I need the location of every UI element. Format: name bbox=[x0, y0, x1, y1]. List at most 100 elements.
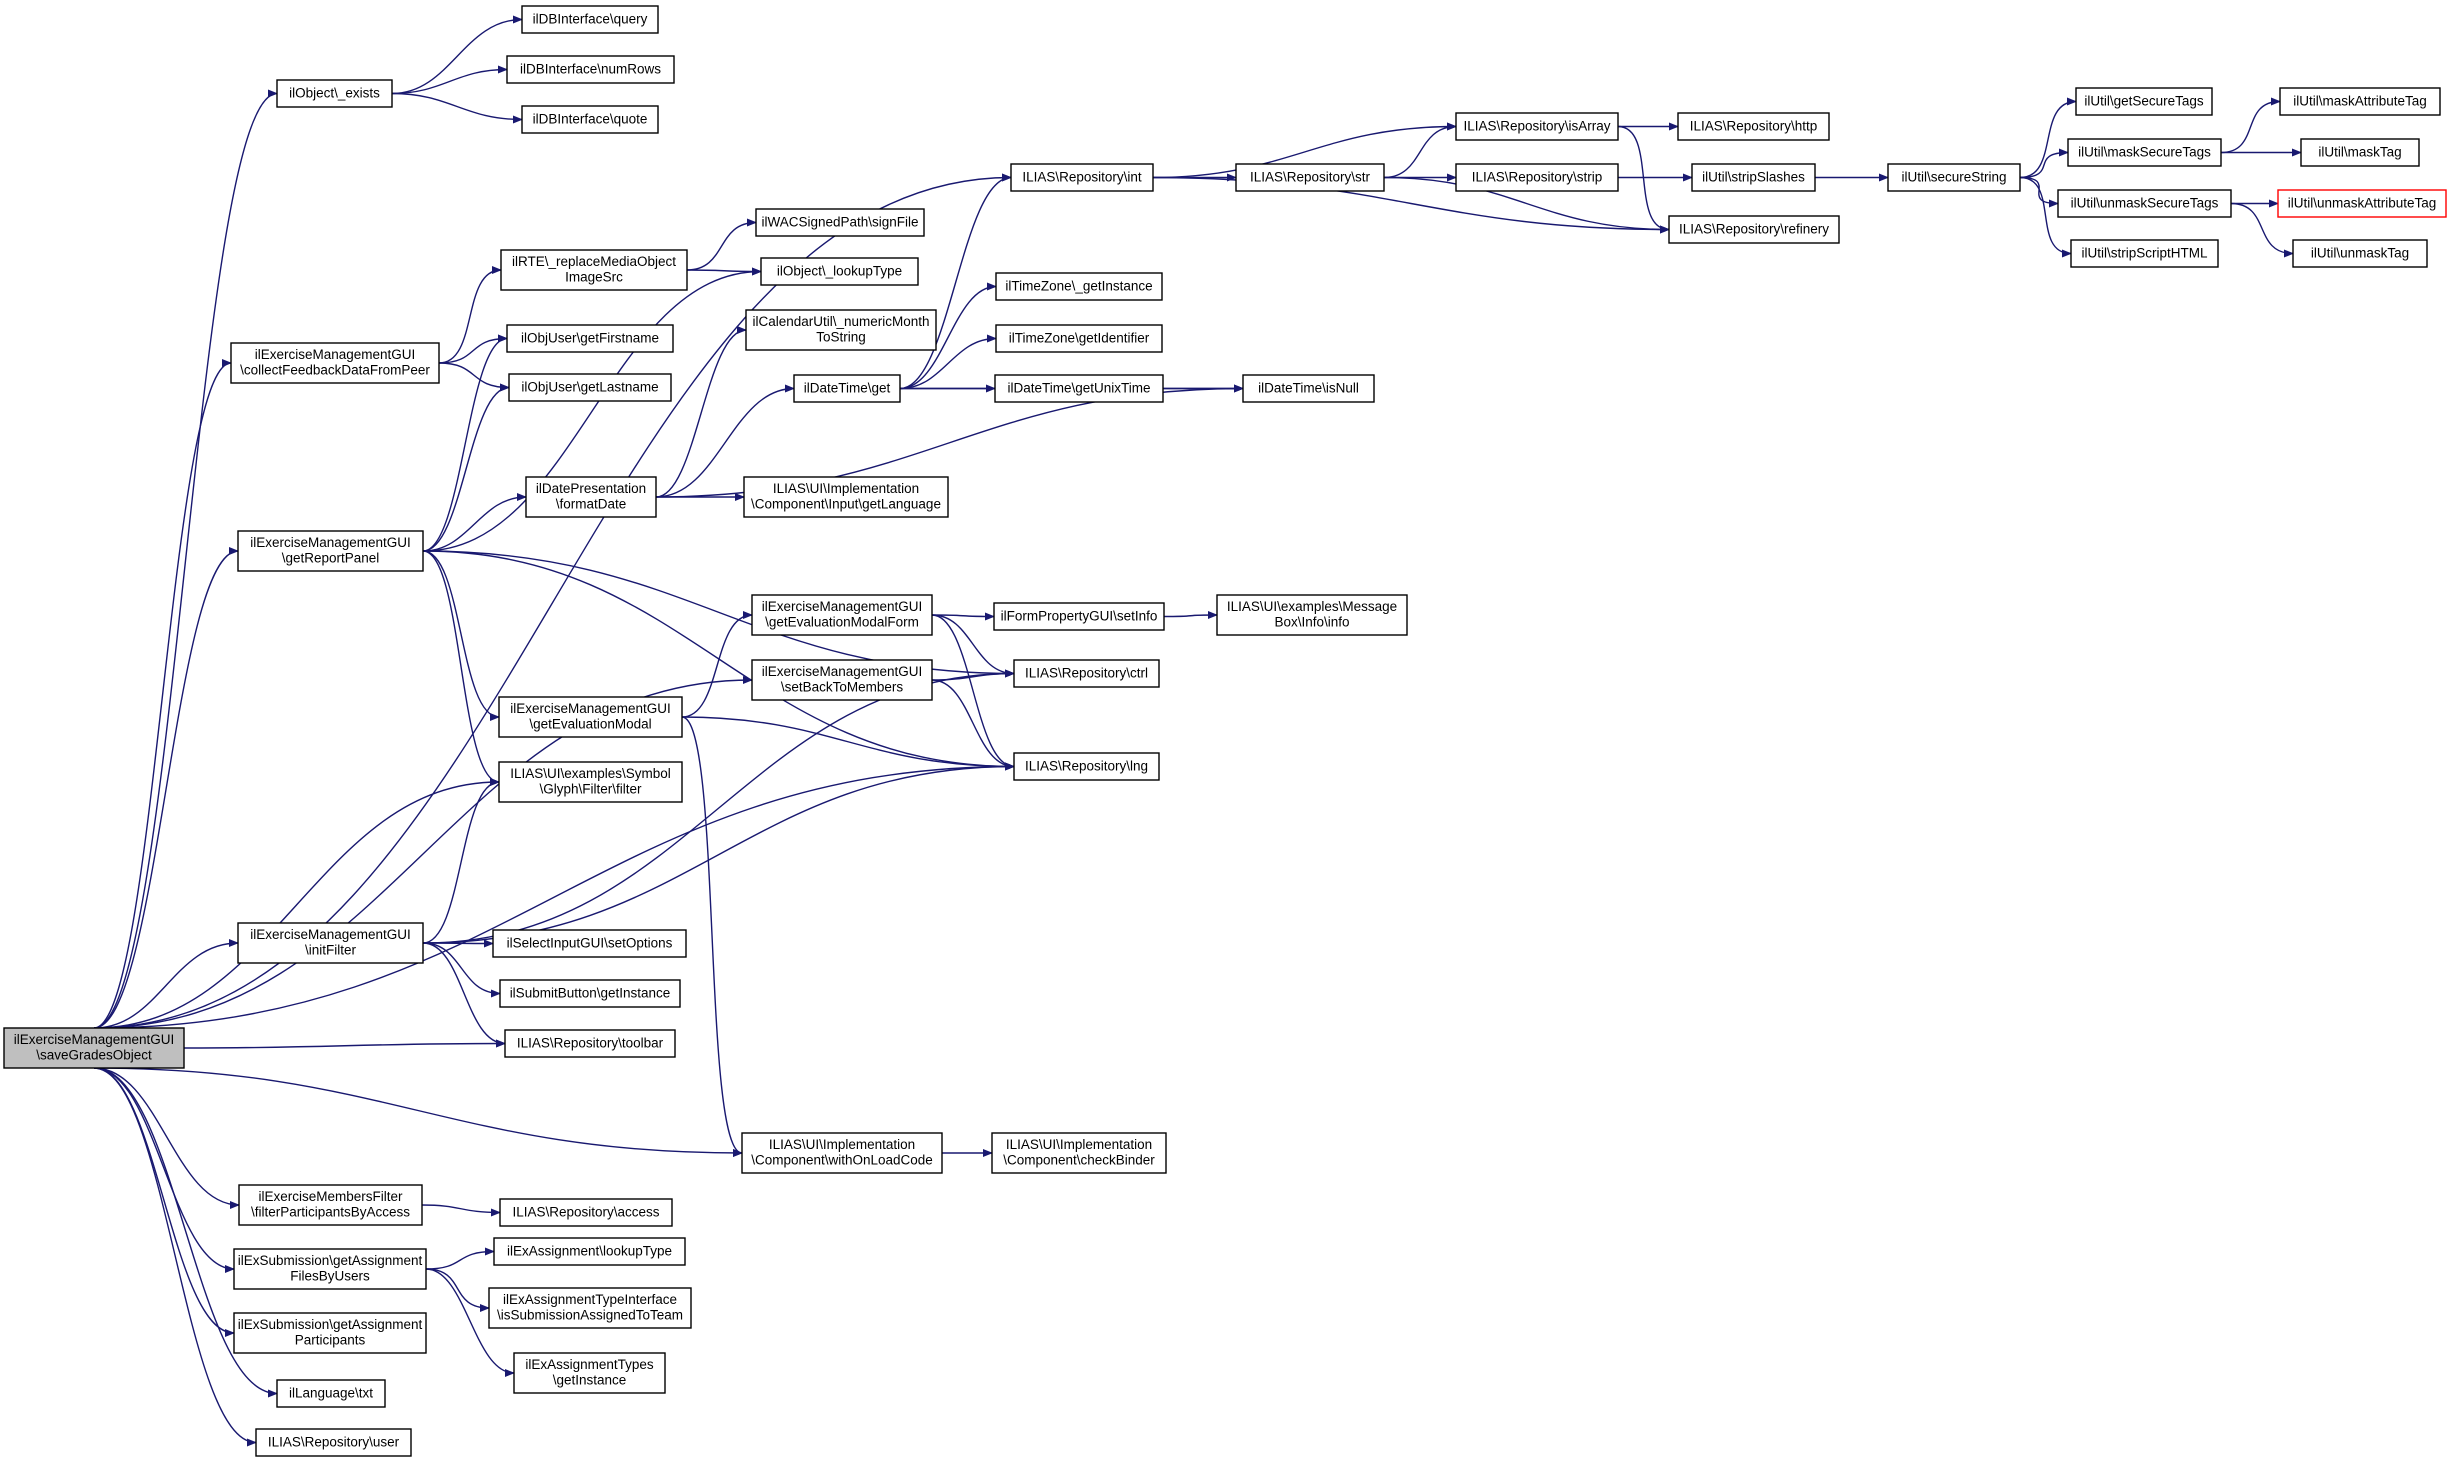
node-box bbox=[276, 1379, 386, 1408]
node-box bbox=[504, 1029, 676, 1058]
node-label: ilExerciseMembersFilter bbox=[258, 1189, 403, 1204]
edge-members-filter-to-repo-access bbox=[421, 1204, 501, 1217]
edge-exsub-files-to-exass-team bbox=[425, 1268, 490, 1312]
node-repo-refinery[interactable]: ILIAS\Repository\refinery bbox=[1668, 215, 1840, 244]
node-util-securestring[interactable]: ilUtil\secureString bbox=[1887, 163, 2021, 192]
node-repo-str[interactable]: ILIAS\Repository\str bbox=[1235, 163, 1385, 192]
node-objuser-firstname[interactable]: ilObjUser\getFirstname bbox=[506, 324, 674, 353]
node-repo-strip[interactable]: ILIAS\Repository\strip bbox=[1455, 163, 1619, 192]
node-exass-lookuptype[interactable]: ilExAssignment\lookupType bbox=[493, 1237, 686, 1266]
node-label: ilExerciseManagementGUI bbox=[250, 927, 411, 942]
node-init-filter[interactable]: ilExerciseManagementGUI\initFilter bbox=[237, 922, 424, 964]
node-ui-filter[interactable]: ILIAS\UI\examples\Symbol\Glyph\Filter\fi… bbox=[498, 761, 683, 803]
node-root[interactable]: ilExerciseManagementGUI\saveGradesObject bbox=[3, 1027, 185, 1069]
node-tz-getidentifier[interactable]: ilTimeZone\getIdentifier bbox=[995, 324, 1163, 353]
edge-collect-feedback-to-objuser-lastname bbox=[438, 362, 510, 392]
node-repo-toolbar[interactable]: ILIAS\Repository\toolbar bbox=[504, 1029, 676, 1058]
node-util-stripscripthtml[interactable]: ilUtil\stripScriptHTML bbox=[2070, 239, 2219, 268]
node-datepresentation[interactable]: ilDatePresentation\formatDate bbox=[525, 476, 657, 518]
node-label: \initFilter bbox=[305, 943, 357, 958]
node-label: \Component\checkBinder bbox=[1003, 1153, 1155, 1168]
node-label: ilExSubmission\getAssignment bbox=[238, 1253, 423, 1268]
node-label: ilUtil\maskTag bbox=[2318, 144, 2401, 159]
node-repo-user[interactable]: ILIAS\Repository\user bbox=[255, 1428, 412, 1457]
node-language-txt[interactable]: ilLanguage\txt bbox=[276, 1379, 386, 1408]
node-label: ilDateTime\isNull bbox=[1258, 380, 1359, 395]
node-repo-http[interactable]: ILIAS\Repository\http bbox=[1677, 112, 1830, 141]
node-formprop-setinfo[interactable]: ilFormPropertyGUI\setInfo bbox=[993, 602, 1165, 631]
node-submit-getinstance[interactable]: ilSubmitButton\getInstance bbox=[499, 979, 681, 1008]
node-dt-getunixtime[interactable]: ilDateTime\getUnixTime bbox=[994, 374, 1164, 403]
node-db-query[interactable]: ilDBInterface\query bbox=[521, 5, 659, 34]
node-repo-isarray[interactable]: ILIAS\Repository\isArray bbox=[1455, 112, 1619, 141]
node-box bbox=[499, 979, 681, 1008]
node-util-unmaskattributetag[interactable]: ilUtil\unmaskAttributeTag bbox=[2277, 189, 2447, 218]
node-box bbox=[255, 1428, 412, 1457]
node-repo-ctrl[interactable]: ILIAS\Repository\ctrl bbox=[1013, 659, 1160, 688]
edge-init-filter-to-ui-filter bbox=[422, 778, 500, 944]
node-util-getsecuretags[interactable]: ilUtil\getSecureTags bbox=[2075, 87, 2213, 116]
node-label: ilUtil\stripSlashes bbox=[1702, 169, 1805, 184]
node-util-masktag[interactable]: ilUtil\maskTag bbox=[2300, 138, 2420, 167]
node-label: \formatDate bbox=[556, 497, 627, 512]
node-collect-feedback[interactable]: ilExerciseManagementGUI\collectFeedbackD… bbox=[230, 342, 440, 384]
node-obj-lookuptype[interactable]: ilObject\_lookupType bbox=[760, 257, 919, 286]
node-dt-isnull[interactable]: ilDateTime\isNull bbox=[1242, 374, 1375, 403]
node-label: \getInstance bbox=[553, 1373, 627, 1388]
node-box bbox=[2067, 138, 2222, 167]
node-ui-getlanguage[interactable]: ILIAS\UI\Implementation\Component\Input\… bbox=[743, 476, 949, 518]
edge-root-to-init-filter bbox=[93, 939, 239, 1029]
node-repo-lng[interactable]: ILIAS\Repository\lng bbox=[1013, 752, 1160, 781]
edge-util-securestring-to-util-masksecuretags bbox=[2019, 148, 2069, 179]
node-db-quote[interactable]: ilDBInterface\quote bbox=[521, 105, 659, 134]
node-box bbox=[498, 696, 683, 738]
edge-set-back-members-to-repo-ctrl bbox=[931, 669, 1015, 681]
edge-dt-get-to-tz-getidentifier bbox=[899, 334, 997, 390]
node-box bbox=[1242, 374, 1375, 403]
node-label: ilDBInterface\numRows bbox=[520, 61, 661, 76]
edge-init-filter-to-submit-getinstance bbox=[422, 942, 501, 998]
node-label: ilCalendarUtil\_numericMonth bbox=[752, 314, 929, 329]
node-label: \filterParticipantsByAccess bbox=[251, 1205, 410, 1220]
node-exass-team[interactable]: ilExAssignmentTypeInterface\isSubmission… bbox=[488, 1287, 692, 1329]
node-label: ilDBInterface\quote bbox=[533, 111, 648, 126]
node-tz-getinstance[interactable]: ilTimeZone\_getInstance bbox=[995, 272, 1163, 301]
node-box bbox=[1677, 112, 1830, 141]
node-label: ILIAS\Repository\ctrl bbox=[1025, 665, 1148, 680]
node-report-panel[interactable]: ilExerciseManagementGUI\getReportPanel bbox=[237, 530, 424, 572]
node-eval-modal[interactable]: ilExerciseManagementGUI\getEvaluationMod… bbox=[498, 696, 683, 738]
node-box bbox=[233, 1312, 427, 1354]
node-repo-access[interactable]: ILIAS\Repository\access bbox=[499, 1198, 673, 1227]
node-ui-checkbinder[interactable]: ILIAS\UI\Implementation\Component\checkB… bbox=[991, 1132, 1167, 1174]
node-label: ilExSubmission\getAssignment bbox=[238, 1317, 423, 1332]
node-ui-withonloadcode[interactable]: ILIAS\UI\Implementation\Component\withOn… bbox=[741, 1132, 943, 1174]
node-util-stripslashes[interactable]: ilUtil\stripSlashes bbox=[1691, 163, 1816, 192]
node-set-back-members[interactable]: ilExerciseManagementGUI\setBackToMembers bbox=[751, 659, 933, 701]
node-label: ilExerciseManagementGUI bbox=[762, 599, 923, 614]
node-db-numrows[interactable]: ilDBInterface\numRows bbox=[506, 55, 675, 84]
node-label: \getEvaluationModalForm bbox=[765, 615, 919, 630]
node-util-unmasksecuretags[interactable]: ilUtil\unmaskSecureTags bbox=[2057, 189, 2232, 218]
node-box bbox=[508, 373, 672, 402]
node-dt-get[interactable]: ilDateTime\get bbox=[793, 374, 901, 403]
node-util-maskattributetag[interactable]: ilUtil\maskAttributeTag bbox=[2279, 87, 2441, 116]
node-util-unmasktag[interactable]: ilUtil\unmaskTag bbox=[2292, 239, 2428, 268]
node-box bbox=[1455, 112, 1619, 141]
node-eval-modal-form[interactable]: ilExerciseManagementGUI\getEvaluationMod… bbox=[751, 594, 933, 636]
node-box bbox=[1668, 215, 1840, 244]
node-exasstypes-getinstance[interactable]: ilExAssignmentTypes\getInstance bbox=[513, 1352, 666, 1394]
node-label: Participants bbox=[295, 1333, 366, 1348]
node-wac-signfile[interactable]: ilWACSignedPath\signFile bbox=[755, 208, 925, 237]
node-label: ilExAssignmentTypes bbox=[525, 1357, 654, 1372]
node-members-filter[interactable]: ilExerciseMembersFilter\filterParticipan… bbox=[238, 1184, 423, 1226]
node-obj-exists[interactable]: ilObject\_exists bbox=[276, 79, 393, 108]
node-util-masksecuretags[interactable]: ilUtil\maskSecureTags bbox=[2067, 138, 2222, 167]
node-repo-int[interactable]: ILIAS\Repository\int bbox=[1010, 163, 1154, 192]
node-objuser-lastname[interactable]: ilObjUser\getLastname bbox=[508, 373, 672, 402]
node-select-setoptions[interactable]: ilSelectInputGUI\setOptions bbox=[492, 929, 687, 958]
